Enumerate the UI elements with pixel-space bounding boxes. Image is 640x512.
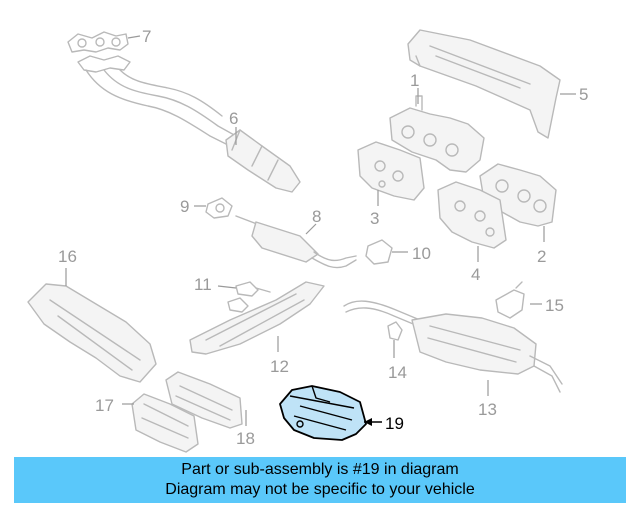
- callout-12: 12: [270, 357, 289, 376]
- callout-17: 17: [95, 396, 114, 415]
- callout-3: 3: [370, 209, 379, 228]
- leader-8: [305, 223, 317, 235]
- part-1-manifold: [389, 95, 485, 173]
- part-6-front-pipe: [77, 55, 301, 193]
- part-3-gasket: [357, 141, 425, 201]
- part-19-heat-shield: [279, 385, 367, 441]
- callout-18: 18: [236, 429, 255, 448]
- callout-13: 13: [478, 400, 497, 419]
- banner-line-1: Part or sub-assembly is #19 in diagram: [181, 461, 459, 478]
- callout-7: 7: [142, 27, 151, 46]
- callout-16: 16: [58, 247, 77, 266]
- callout-5: 5: [579, 85, 588, 104]
- part-13-muffler: [343, 300, 563, 393]
- banner-line-2: Diagram may not be specific to your vehi…: [165, 481, 475, 498]
- part-16-heat-shield: [27, 283, 157, 383]
- callout-9: 9: [180, 197, 189, 216]
- callout-4: 4: [471, 265, 480, 284]
- part-9-clamp: [205, 197, 233, 219]
- part-14-hanger: [387, 321, 403, 341]
- part-10-clamp: [365, 239, 393, 265]
- part-11-hangers: [227, 281, 271, 313]
- callout-11: 11: [194, 275, 212, 294]
- callout-6: 6: [229, 109, 238, 128]
- part-4-gasket: [437, 181, 507, 249]
- leader-11: [217, 285, 237, 289]
- callout-14: 14: [388, 363, 407, 382]
- part-12-heat-shield: [189, 281, 325, 355]
- callout-1: 1: [410, 71, 419, 90]
- part-8-intermediate-pipe: [235, 215, 357, 269]
- callout-labels: 1 2 3 4 5 6 7 8 9 10 11 12 13 14 15 16 1…: [58, 27, 588, 448]
- part-7-gasket: [67, 31, 129, 53]
- callout-15: 15: [545, 296, 564, 315]
- callout-10: 10: [412, 244, 431, 263]
- info-banner: Part or sub-assembly is #19 in diagram D…: [14, 457, 626, 503]
- part-5-heat-shield: [407, 29, 561, 139]
- leader-19-arrow: [364, 418, 372, 426]
- part-15-bracket: [495, 281, 525, 319]
- leader-7: [127, 35, 141, 39]
- part-17-shield: [131, 393, 199, 453]
- exhaust-parts-diagram: 1 2 3 4 5 6 7 8 9 10 11 12 13 14 15 16 1…: [27, 27, 588, 453]
- callout-8: 8: [312, 207, 321, 226]
- callout-2: 2: [537, 247, 546, 266]
- part-18-shield: [165, 371, 243, 429]
- callout-19: 19: [385, 414, 404, 433]
